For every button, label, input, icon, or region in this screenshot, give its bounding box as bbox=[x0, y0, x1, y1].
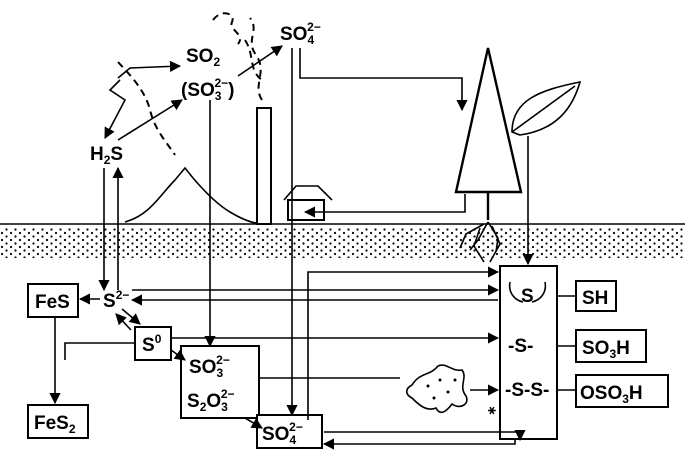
volcano-icon bbox=[125, 168, 256, 223]
microorganism-icon: ⚹ bbox=[407, 365, 496, 417]
emission-dashed-path-1 bbox=[118, 62, 175, 155]
sh-group-label: SH bbox=[582, 288, 608, 309]
so3-label: (SO32−) bbox=[181, 76, 234, 103]
atmospheric-sulfate-label: SO42− bbox=[280, 20, 321, 47]
h2s-label: H2S bbox=[90, 144, 123, 167]
thioether-label: S bbox=[521, 286, 534, 307]
thiosulfate-label: S2O32− bbox=[187, 387, 235, 414]
chimney-icon bbox=[250, 18, 271, 224]
sulfide-label: S2− bbox=[103, 288, 129, 312]
so2-label: SO2 bbox=[186, 46, 220, 69]
sulfide-link-label: -S- bbox=[508, 336, 533, 357]
emission-dashed-path-2 bbox=[213, 13, 240, 44]
microbe-symbol: ⚹ bbox=[488, 402, 496, 417]
leaf-icon bbox=[512, 82, 580, 135]
disulfide-label: -S-S- bbox=[505, 380, 549, 401]
so3h-group-label: SO3H bbox=[582, 338, 630, 361]
soil-layer bbox=[0, 224, 685, 258]
soil-dots bbox=[0, 228, 685, 258]
fes-label: FeS bbox=[35, 292, 70, 313]
oso3h-group-label: OSO3H bbox=[580, 383, 643, 406]
